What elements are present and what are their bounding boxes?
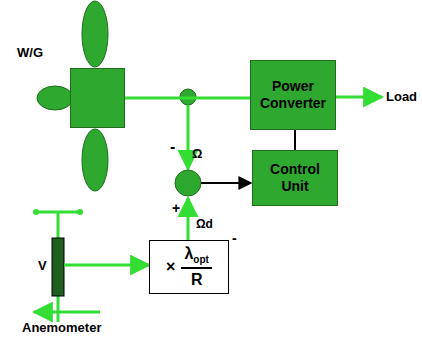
multiply-sign: ×: [166, 258, 175, 276]
sign-label: -: [232, 230, 237, 246]
wind-speed-label: V: [38, 258, 47, 273]
rotor-radius: R: [191, 269, 203, 289]
tip-speed-ratio: λopt: [181, 245, 211, 269]
load-label: Load: [386, 89, 417, 104]
connector: [125, 97, 250, 100]
anemometer-cup: [77, 209, 83, 215]
reference-speed: [187, 198, 190, 240]
reference-label: Ωd: [196, 217, 213, 231]
speed-label: Ω: [192, 146, 202, 161]
summing-junction: [175, 170, 201, 196]
gain-box: × λoptR: [149, 240, 229, 294]
sign-label: +: [172, 200, 180, 216]
speed-feedback: [187, 105, 190, 169]
wind-speed-signal: [64, 264, 149, 267]
anemometer-body: [52, 238, 64, 296]
box-title: Control Unit: [257, 161, 333, 195]
wind-arrow: [34, 311, 100, 314]
device-label: Anemometer: [22, 320, 101, 335]
power-converter-box: Power Converter: [250, 60, 336, 130]
rotor-blade: [82, 129, 108, 191]
connector: [294, 130, 296, 150]
anemometer-cup: [33, 209, 39, 215]
sign-label: -: [170, 138, 175, 156]
rotor-blade: [37, 86, 73, 110]
control-unit-box: Control Unit: [252, 150, 338, 206]
load-arrow: [336, 96, 382, 99]
error-signal: [201, 182, 251, 184]
generator-label: W/G: [17, 45, 43, 60]
rotor-blade: [82, 1, 108, 67]
generator-box: W/G: [70, 68, 125, 128]
box-title: Power Converter: [255, 78, 331, 112]
